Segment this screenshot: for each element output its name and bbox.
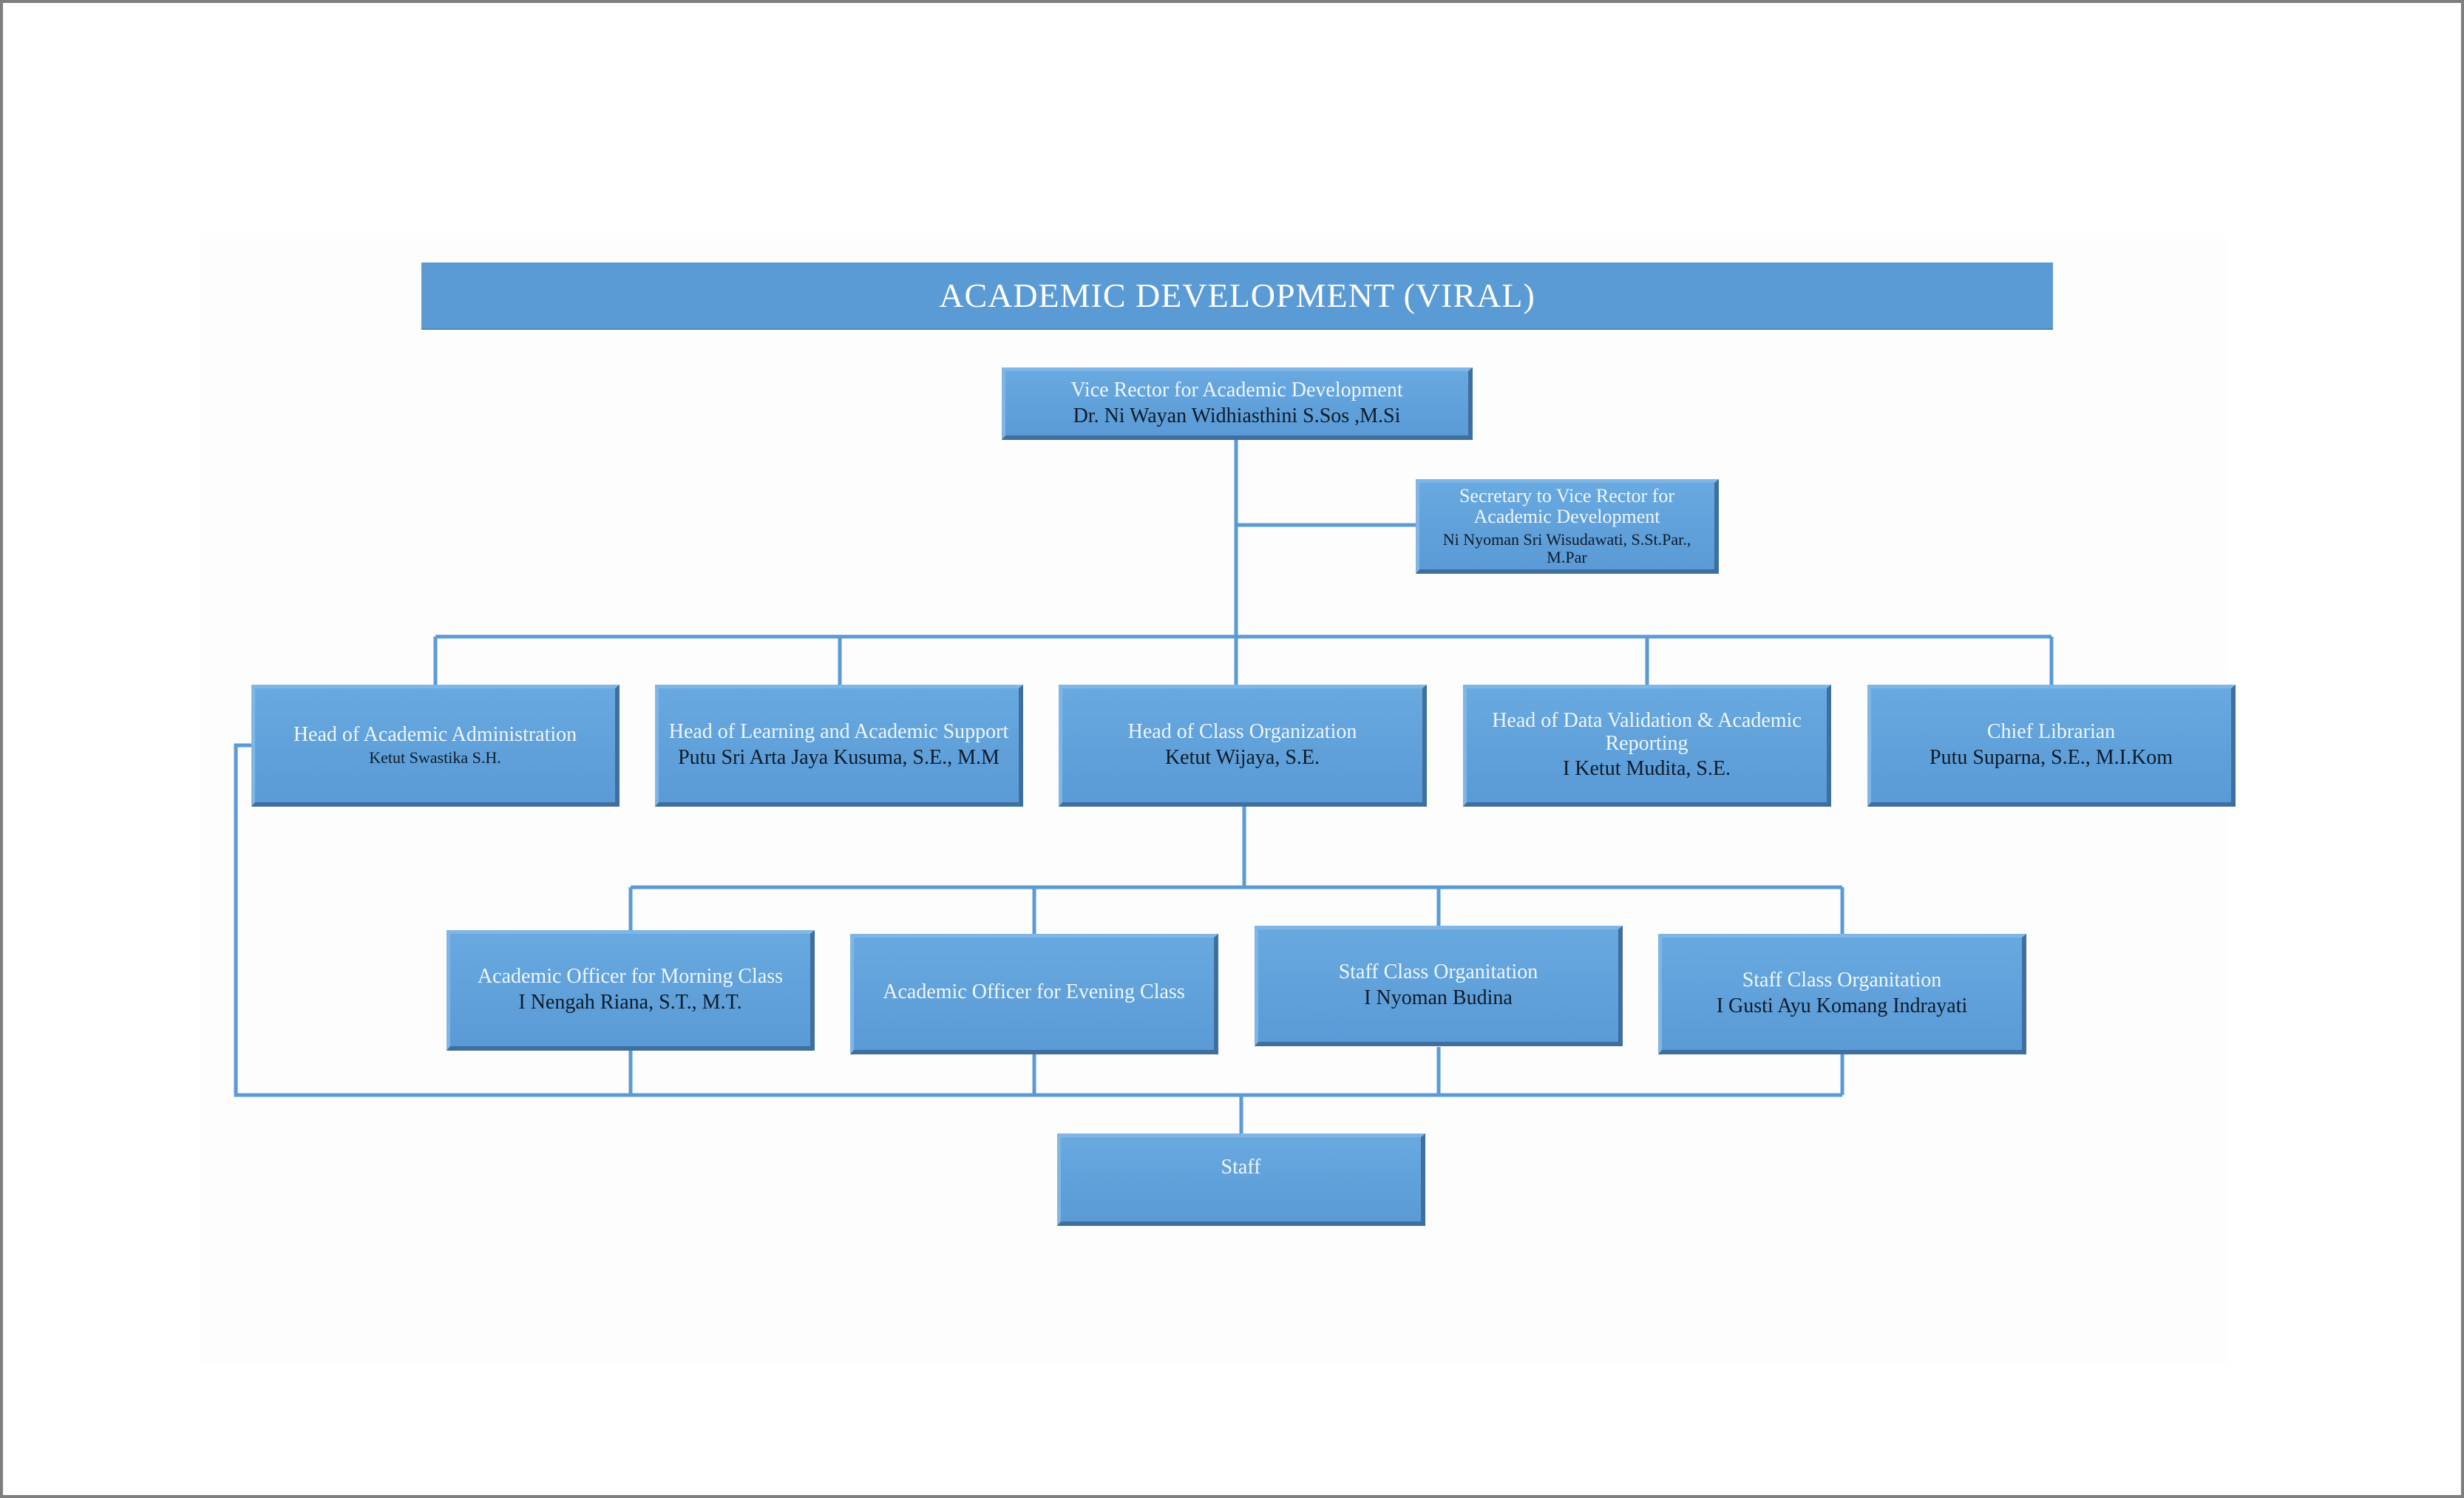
- head-class-organization-box: Head of Class Organization Ketut Wijaya,…: [1059, 685, 1427, 807]
- staff-box: Staff: [1057, 1133, 1425, 1226]
- vice-rector-role: Vice Rector for Academic Development: [1070, 378, 1403, 401]
- secretary-box: Secretary to Vice Rector for Academic De…: [1416, 479, 1719, 574]
- staff-class-organitation-box: Staff Class Organitation I Gusti Ayu Kom…: [1658, 934, 2026, 1054]
- head-learning-support-box: Head of Learning and Academic Support Pu…: [655, 685, 1023, 807]
- head-data-validation-box: Head of Data Validation & Academic Repor…: [1463, 685, 1831, 807]
- head-role: Head of Class Organization: [1127, 720, 1357, 744]
- secretary-role: Secretary to Vice Rector for Academic De…: [1459, 484, 1675, 528]
- head-role: Chief Librarian: [1986, 720, 2116, 744]
- head-name: Ketut Wijaya, S.E.: [1164, 746, 1320, 769]
- head-name: Ketut Swastika S.H.: [369, 748, 501, 767]
- officer-name: I Nyoman Budina: [1364, 986, 1513, 1009]
- secretary-name: Ni Nyoman Sri Wisudawati, S.St.Par., M.P…: [1442, 529, 1691, 567]
- staff-class-organitation-box: Staff Class Organitation I Nyoman Budina: [1255, 926, 1623, 1046]
- officer-name: I Nengah Riana, S.T., M.T.: [518, 991, 742, 1014]
- officer-morning-class-box: Academic Officer for Morning Class I Nen…: [447, 930, 815, 1051]
- head-role: Head of Academic Administration: [293, 722, 577, 746]
- chief-librarian-box: Chief Librarian Putu Suparna, S.E., M.I.…: [1867, 685, 2236, 807]
- head-name: Putu Suparna, S.E., M.I.Kom: [1930, 746, 2173, 769]
- head-role: Head of Data Validation & Academic Repor…: [1492, 708, 1802, 755]
- admin-to-staff-line: [234, 743, 1842, 1097]
- officer-name: I Gusti Ayu Komang Indrayati: [1716, 994, 1968, 1017]
- officer-evening-class-box: Academic Officer for Evening Class: [850, 934, 1218, 1054]
- officer-role: Staff Class Organitation: [1742, 969, 1942, 992]
- head-role: Head of Learning and Academic Support: [668, 720, 1009, 744]
- officer-role: Staff Class Organitation: [1338, 960, 1538, 984]
- head-name: I Ketut Mudita, S.E.: [1562, 757, 1731, 781]
- head-academic-administration-box: Head of Academic Administration Ketut Sw…: [251, 685, 620, 807]
- officer-role: Academic Officer for Evening Class: [883, 980, 1185, 1003]
- chart-title: ACADEMIC DEVELOPMENT (VIRAL): [421, 262, 2053, 328]
- officer-role: Academic Officer for Morning Class: [477, 965, 784, 989]
- vice-rector-name: Dr. Ni Wayan Widhiasthini S.Sos ,M.Si: [1073, 404, 1401, 427]
- head-name: Putu Sri Arta Jaya Kusuma, S.E., M.M: [678, 746, 999, 769]
- vice-rector-box: Vice Rector for Academic Development Dr.…: [1002, 367, 1473, 440]
- staff-role: Staff: [1221, 1156, 1261, 1179]
